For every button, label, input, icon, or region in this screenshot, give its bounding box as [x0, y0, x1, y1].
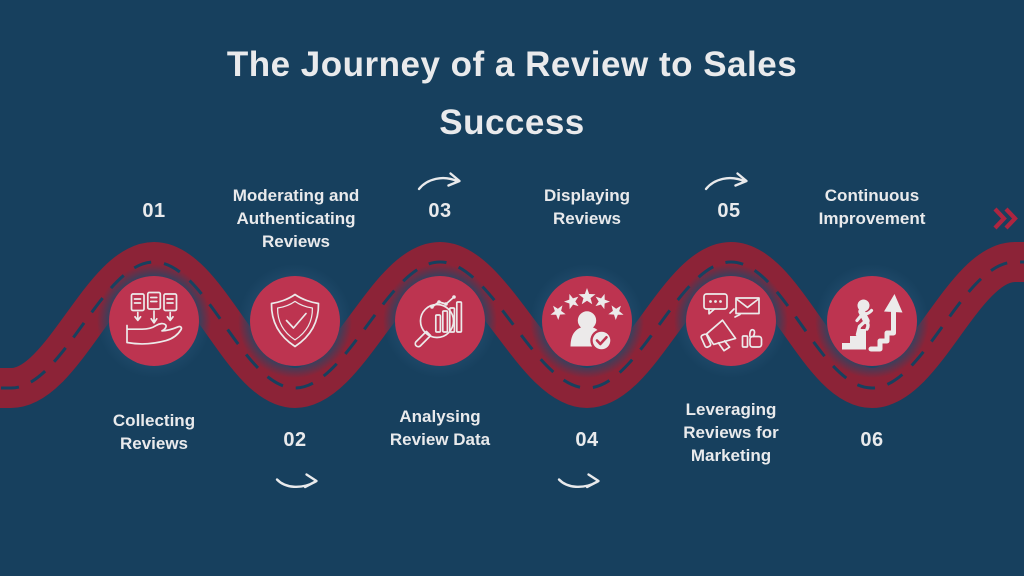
infographic-title: The Journey of a Review to Sales Success — [226, 45, 798, 142]
step-05-label: Leveraging Reviews for Marketing — [683, 400, 779, 465]
curved-arrow-icon-above-03 — [417, 172, 461, 191]
step-04-label: Displaying Reviews — [544, 186, 630, 228]
curved-arrow-icon-below-04 — [557, 473, 600, 489]
curved-arrow-icon-above-05 — [704, 172, 748, 191]
step-01-label: Collecting Reviews — [112, 411, 196, 453]
step-03-label: Analysing Review Data — [389, 407, 491, 449]
stairs-growth-arrow-icon — [842, 294, 903, 352]
double-chevron-right-icon — [993, 207, 1018, 230]
megaphone-marketing-icon — [700, 293, 763, 352]
user-rating-stars-check-icon — [547, 288, 627, 352]
magnifier-analytics-chart-icon — [414, 295, 463, 348]
step-01-number: 01 — [142, 200, 166, 222]
step-05-number: 05 — [717, 200, 741, 222]
step-03-number: 03 — [428, 200, 452, 222]
shield-check-icon — [270, 293, 320, 348]
step-06-number: 06 — [860, 429, 884, 451]
collecting-reviews-documents-hand-icon — [126, 291, 183, 345]
road-center-dashes — [0, 260, 1024, 390]
curved-arrow-icons — [275, 172, 748, 489]
step-02-number: 02 — [283, 429, 307, 451]
step-02-label: Moderating and Authenticating Reviews — [232, 186, 360, 251]
step-06-label: Continuous Improvement — [818, 186, 926, 228]
curved-arrow-icon-below-02 — [275, 473, 318, 489]
step-04-number: 04 — [575, 429, 599, 451]
